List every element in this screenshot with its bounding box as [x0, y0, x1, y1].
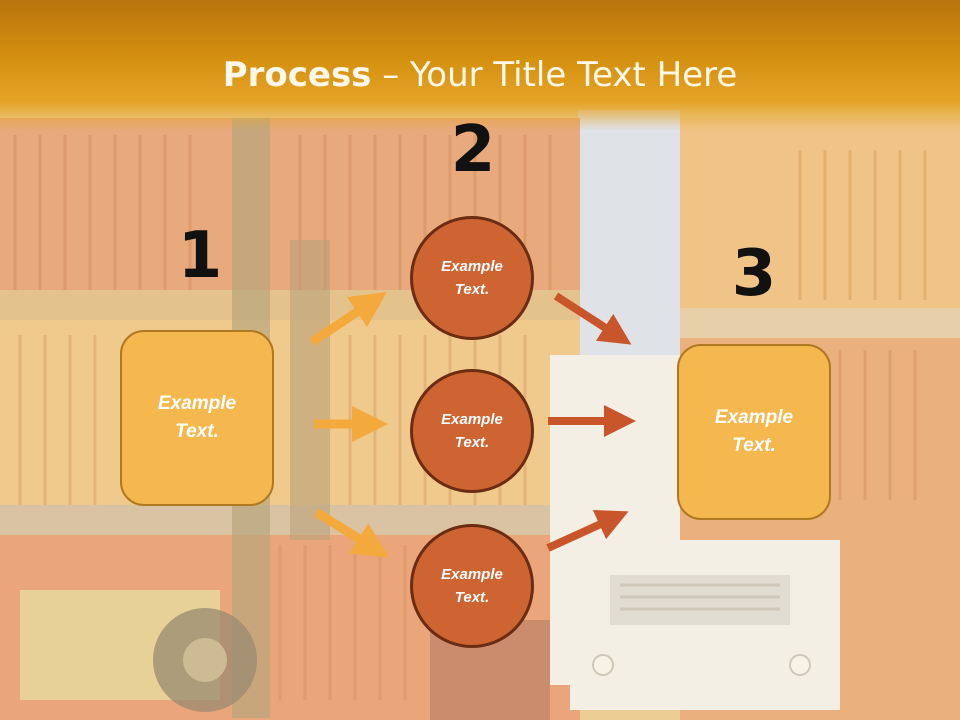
arrow-left-top: [309, 292, 387, 346]
circle-bottom-label: Example Text.: [441, 565, 503, 606]
right-text-box[interactable]: Example Text.: [677, 344, 831, 520]
left-text-box[interactable]: Example Text.: [120, 330, 274, 506]
circle-middle-label: Example Text.: [441, 410, 503, 451]
arrow-right-top: [553, 292, 632, 345]
title-band: [0, 0, 960, 130]
left-text-box-label: Example Text.: [157, 392, 237, 443]
arrow-left-bottom: [313, 508, 390, 558]
step-number-2: 2: [450, 113, 496, 187]
circle-top-label: Example Text.: [441, 257, 503, 298]
circle-bottom[interactable]: Example Text.: [410, 524, 534, 648]
step-number-1: 1: [177, 219, 223, 293]
slide-title: Process – Your Title Text Here: [0, 55, 960, 95]
step-number-3: 3: [731, 237, 777, 311]
right-text-box-label: Example Text.: [714, 406, 794, 457]
circle-middle[interactable]: Example Text.: [410, 369, 534, 493]
title-rest: – Your Title Text Here: [371, 55, 738, 95]
arrow-right-bottom: [546, 510, 629, 552]
circle-top[interactable]: Example Text.: [410, 216, 534, 340]
title-bold: Process: [222, 55, 372, 95]
